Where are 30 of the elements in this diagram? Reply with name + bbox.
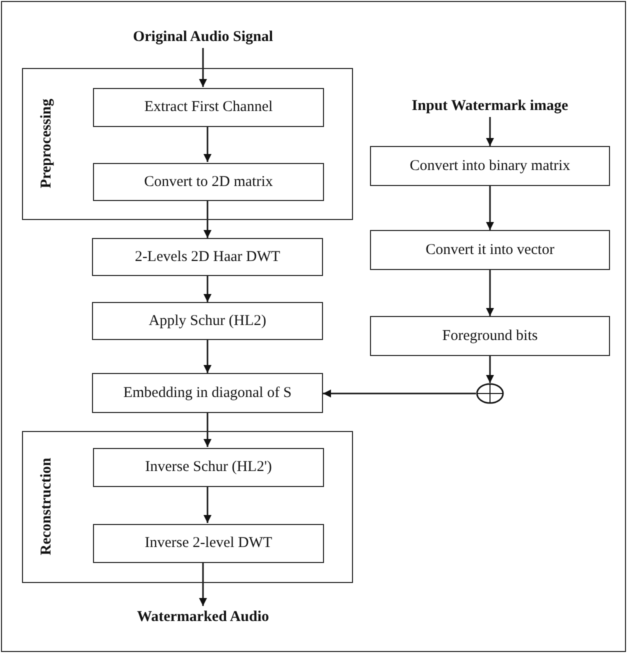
heading-text: Input Watermark image [412,98,568,114]
group-label: Reconstruction [38,456,56,558]
arrow [486,270,494,316]
arrow [199,562,207,606]
arrow [486,356,494,383]
group-box [22,431,353,583]
process-box: Embedding in diagonal of S [92,373,323,413]
process-box: 2-Levels 2D Haar DWT [92,238,323,276]
process-box: Foreground bits [370,316,610,356]
heading-text: Original Audio Signal [132,28,274,46]
arrow [323,390,476,398]
arrow [486,186,494,230]
arrow [204,276,212,302]
process-box: Inverse Schur (HL2') [93,448,324,487]
group-box [22,68,353,220]
arrow [204,200,212,238]
arrow [204,340,212,373]
arrow [486,117,494,146]
process-box: Extract First Channel [93,88,324,127]
process-box: Convert into binary matrix [370,146,610,186]
process-box: Convert to 2D matrix [93,163,324,201]
process-box: Inverse 2-level DWT [93,524,324,563]
group-label: Preprocessing [38,98,56,190]
arrow [199,48,207,87]
heading-text: Watermarked Audio [136,608,270,626]
process-box: Apply Schur (HL2) [92,302,323,340]
arrow [204,413,212,447]
arrow [204,486,212,523]
arrow [204,126,212,162]
process-box: Convert it into vector [370,230,610,270]
